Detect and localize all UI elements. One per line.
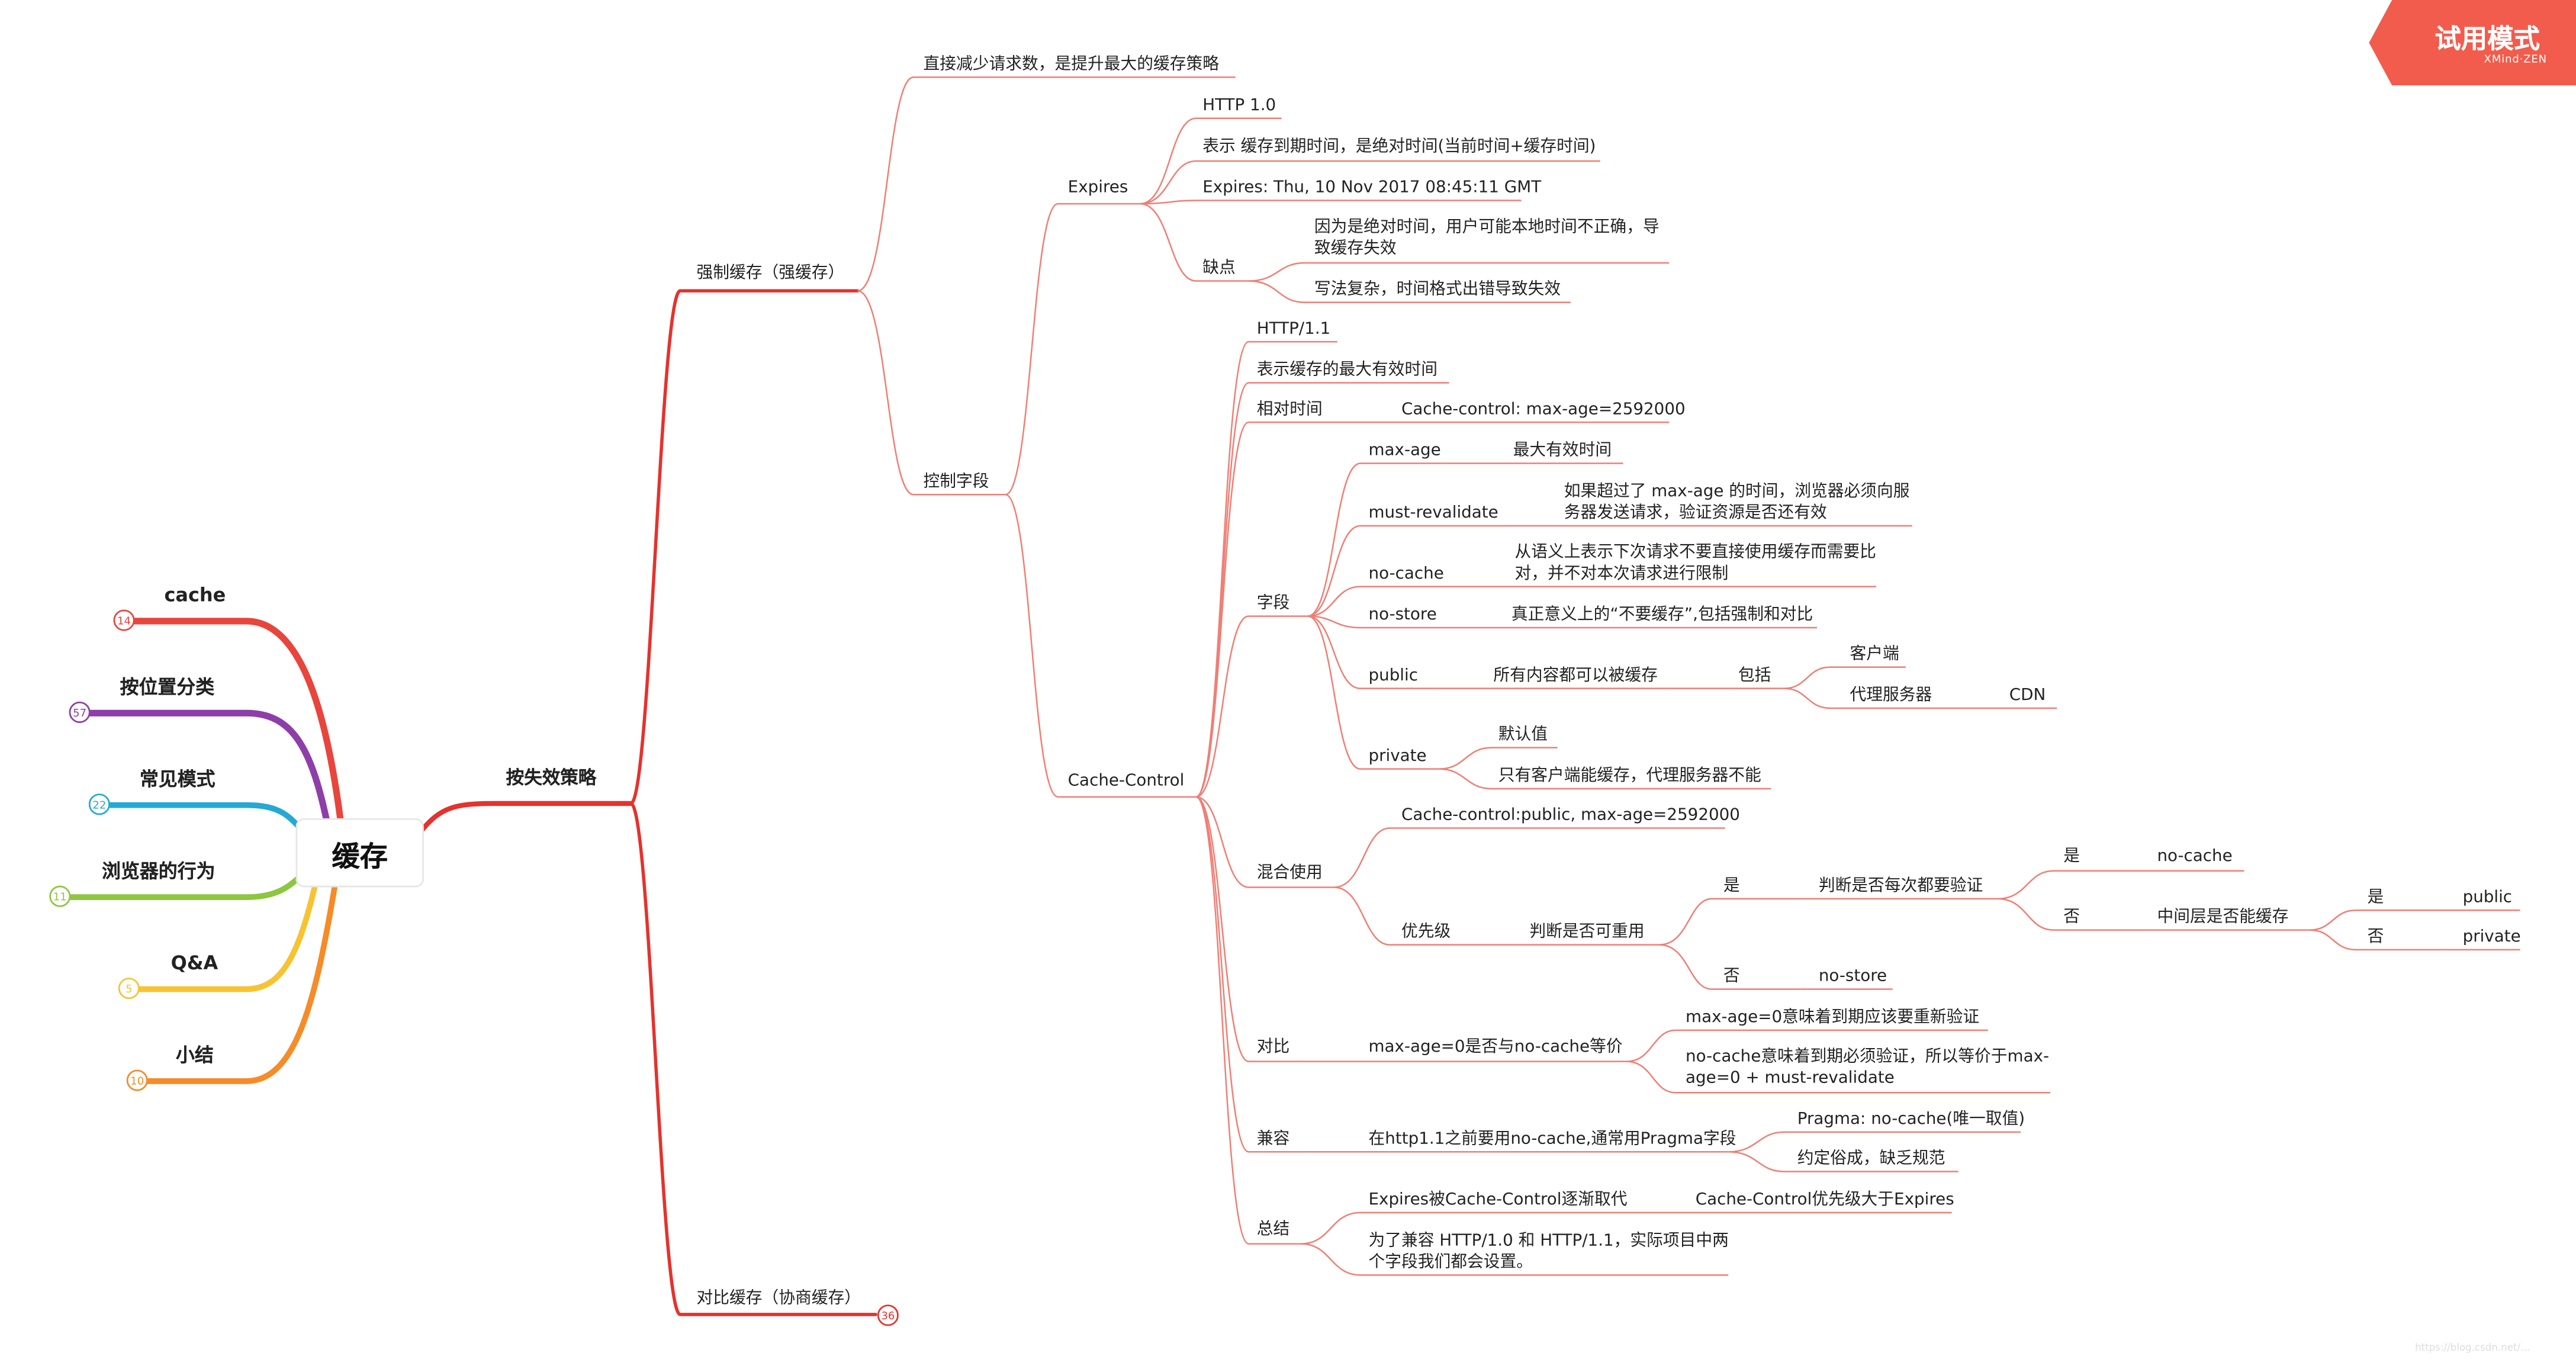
topic-default[interactable]: 默认值 bbox=[1498, 726, 1548, 745]
topic-expires-con2[interactable]: 写法复杂，时间格式出错导致失效 bbox=[1314, 281, 1561, 300]
topic-public[interactable]: public bbox=[1368, 667, 1418, 686]
topic-pragma[interactable]: Pragma: no-cache(唯一取值) bbox=[1797, 1110, 2025, 1129]
topic-reuse-yes[interactable]: 是 bbox=[1723, 877, 1740, 896]
topic-cdn[interactable]: CDN bbox=[2009, 686, 2046, 705]
topic-compat[interactable]: 兼容 bbox=[1256, 1130, 1290, 1149]
topic-include[interactable]: 包括 bbox=[1738, 667, 1771, 686]
topic-compare[interactable]: 对比 bbox=[1256, 1038, 1290, 1057]
topic-no-cache[interactable]: no-cache bbox=[1368, 565, 1444, 584]
topic-compare-answer1[interactable]: max-age=0意味着到期应该要重新验证 bbox=[1686, 1008, 1980, 1027]
topic-proxy[interactable]: 代理服务器 bbox=[1850, 686, 1932, 705]
topic-must-revalidate-desc[interactable]: 如果超过了 max-age 的时间，浏览器必须向服务器发送请求，验证资源是否还有… bbox=[1564, 483, 1910, 523]
branch-qa[interactable]: Q&A bbox=[171, 951, 218, 975]
topic-no-store[interactable]: no-store bbox=[1368, 606, 1437, 625]
topic-expires-example[interactable]: Expires: Thu, 10 Nov 2017 08:45:11 GMT bbox=[1202, 179, 1542, 197]
topic-expires-http[interactable]: HTTP 1.0 bbox=[1202, 97, 1276, 115]
collapse-badge-patterns[interactable]: 22 bbox=[88, 793, 110, 815]
topic-public-desc[interactable]: 所有内容都可以被缓存 bbox=[1493, 667, 1658, 686]
topic-mid-yes[interactable]: 是 bbox=[2367, 889, 2384, 907]
topic-verify[interactable]: 判断是否每次都要验证 bbox=[1818, 877, 1983, 896]
topic-compare-answer2[interactable]: no-cache意味着到期必须验证，所以等价于max-age=0 + must-… bbox=[1686, 1048, 2050, 1088]
topic-no-cache-desc[interactable]: 从语义上表示下次请求不要直接使用缓存而需要比对，并不对本次请求进行限制 bbox=[1514, 544, 1876, 584]
collapse-badge-negotiate[interactable]: 36 bbox=[877, 1304, 899, 1326]
topic-strong-cache[interactable]: 强制缓存（强缓存） bbox=[696, 264, 845, 283]
watermark: https://blog.csdn.net/... bbox=[2415, 1342, 2530, 1354]
branch-browser-behavior[interactable]: 浏览器的行为 bbox=[102, 859, 216, 883]
topic-reuse[interactable]: 判断是否可重用 bbox=[1529, 923, 1645, 942]
topic-reuse-no[interactable]: 否 bbox=[1723, 968, 1740, 986]
collapse-badge-browser[interactable]: 11 bbox=[49, 885, 71, 907]
topic-summary-1[interactable]: Expires被Cache-Control逐渐取代 bbox=[1368, 1191, 1628, 1210]
topic-expires-desc[interactable]: 表示 缓存到期时间，是绝对时间(当前时间+缓存时间) bbox=[1202, 138, 1596, 156]
topic-private-desc[interactable]: 只有客户端能缓存，代理服务器不能 bbox=[1498, 767, 1761, 786]
topic-cc-desc[interactable]: 表示缓存的最大有效时间 bbox=[1256, 361, 1438, 380]
collapse-badge-summary[interactable]: 10 bbox=[126, 1069, 148, 1091]
branch-cache[interactable]: cache bbox=[164, 583, 226, 606]
topic-pragma-note[interactable]: 约定俗成，缺乏规范 bbox=[1797, 1150, 1945, 1168]
topic-private[interactable]: private bbox=[1368, 747, 1427, 766]
topic-expires-cons[interactable]: 缺点 bbox=[1202, 259, 1236, 278]
topic-mid-no[interactable]: 否 bbox=[2367, 928, 2384, 947]
branch-common-patterns[interactable]: 常见模式 bbox=[139, 767, 216, 790]
collapse-badge-qa[interactable]: 5 bbox=[118, 978, 140, 1000]
trial-mode-brand: XMind·ZEN bbox=[2484, 52, 2547, 66]
trial-mode-banner[interactable]: 试用模式 XMind·ZEN bbox=[2369, 0, 2576, 86]
topic-cc-relative[interactable]: 相对时间 bbox=[1256, 401, 1323, 419]
topic-compare-question[interactable]: max-age=0是否与no-cache等价 bbox=[1368, 1038, 1623, 1057]
topic-summary-1b[interactable]: Cache-Control优先级大于Expires bbox=[1695, 1191, 1954, 1210]
topic-verify-yes[interactable]: 是 bbox=[2063, 847, 2080, 866]
topic-mid-public[interactable]: public bbox=[2462, 889, 2513, 907]
topic-max-age[interactable]: max-age bbox=[1368, 442, 1441, 460]
topic-mixed[interactable]: 混合使用 bbox=[1256, 864, 1323, 883]
topic-cc-relative-val[interactable]: Cache-control: max-age=2592000 bbox=[1401, 401, 1686, 419]
trial-mode-title: 试用模式 bbox=[2435, 23, 2540, 54]
topic-must-revalidate[interactable]: must-revalidate bbox=[1368, 504, 1498, 523]
topic-reuse-no-store[interactable]: no-store bbox=[1818, 968, 1887, 986]
topic-expires[interactable]: Expires bbox=[1067, 179, 1128, 197]
topic-cc-fields[interactable]: 字段 bbox=[1256, 594, 1290, 613]
topic-control-field[interactable]: 控制字段 bbox=[923, 473, 989, 491]
topic-mixed-example[interactable]: Cache-control:public, max-age=2592000 bbox=[1401, 806, 1740, 825]
collapse-badge-location[interactable]: 57 bbox=[69, 701, 91, 723]
topic-priority[interactable]: 优先级 bbox=[1401, 923, 1451, 942]
topic-cc-http[interactable]: HTTP/1.1 bbox=[1256, 320, 1331, 339]
topic-verify-no-cache[interactable]: no-cache bbox=[2157, 847, 2233, 866]
branch-summary[interactable]: 小结 bbox=[175, 1043, 214, 1066]
topic-negotiate-cache[interactable]: 对比缓存（协商缓存） bbox=[696, 1290, 861, 1308]
topic-max-age-desc[interactable]: 最大有效时间 bbox=[1513, 442, 1612, 460]
topic-no-store-desc[interactable]: 真正意义上的“不要缓存”,包括强制和对比 bbox=[1511, 606, 1813, 625]
topic-compat-desc[interactable]: 在http1.1之前要用no-cache,通常用Pragma字段 bbox=[1368, 1130, 1736, 1149]
topic-summary[interactable]: 总结 bbox=[1256, 1220, 1290, 1239]
topic-verify-no[interactable]: 否 bbox=[2063, 908, 2080, 927]
topic-by-expiry-strategy[interactable]: 按失效策略 bbox=[506, 767, 597, 789]
topic-cache-control[interactable]: Cache-Control bbox=[1067, 772, 1185, 790]
topic-mid-cache[interactable]: 中间层是否能缓存 bbox=[2157, 908, 2289, 927]
collapse-badge-cache[interactable]: 14 bbox=[113, 609, 135, 631]
central-topic[interactable]: 缓存 bbox=[297, 820, 423, 886]
topic-client[interactable]: 客户端 bbox=[1850, 645, 1899, 664]
topic-mid-private[interactable]: private bbox=[2462, 928, 2521, 947]
topic-expires-con1[interactable]: 因为是绝对时间，用户可能本地时间不正确，导致缓存失效 bbox=[1314, 218, 1660, 258]
branch-by-location[interactable]: 按位置分类 bbox=[120, 675, 215, 699]
topic-summary-2[interactable]: 为了兼容 HTTP/1.0 和 HTTP/1.1，实际项目中两个字段我们都会设置… bbox=[1368, 1232, 1729, 1272]
trial-banner-shape bbox=[2369, 0, 2576, 86]
topic-strong-desc[interactable]: 直接减少请求数，是提升最大的缓存策略 bbox=[923, 56, 1219, 74]
